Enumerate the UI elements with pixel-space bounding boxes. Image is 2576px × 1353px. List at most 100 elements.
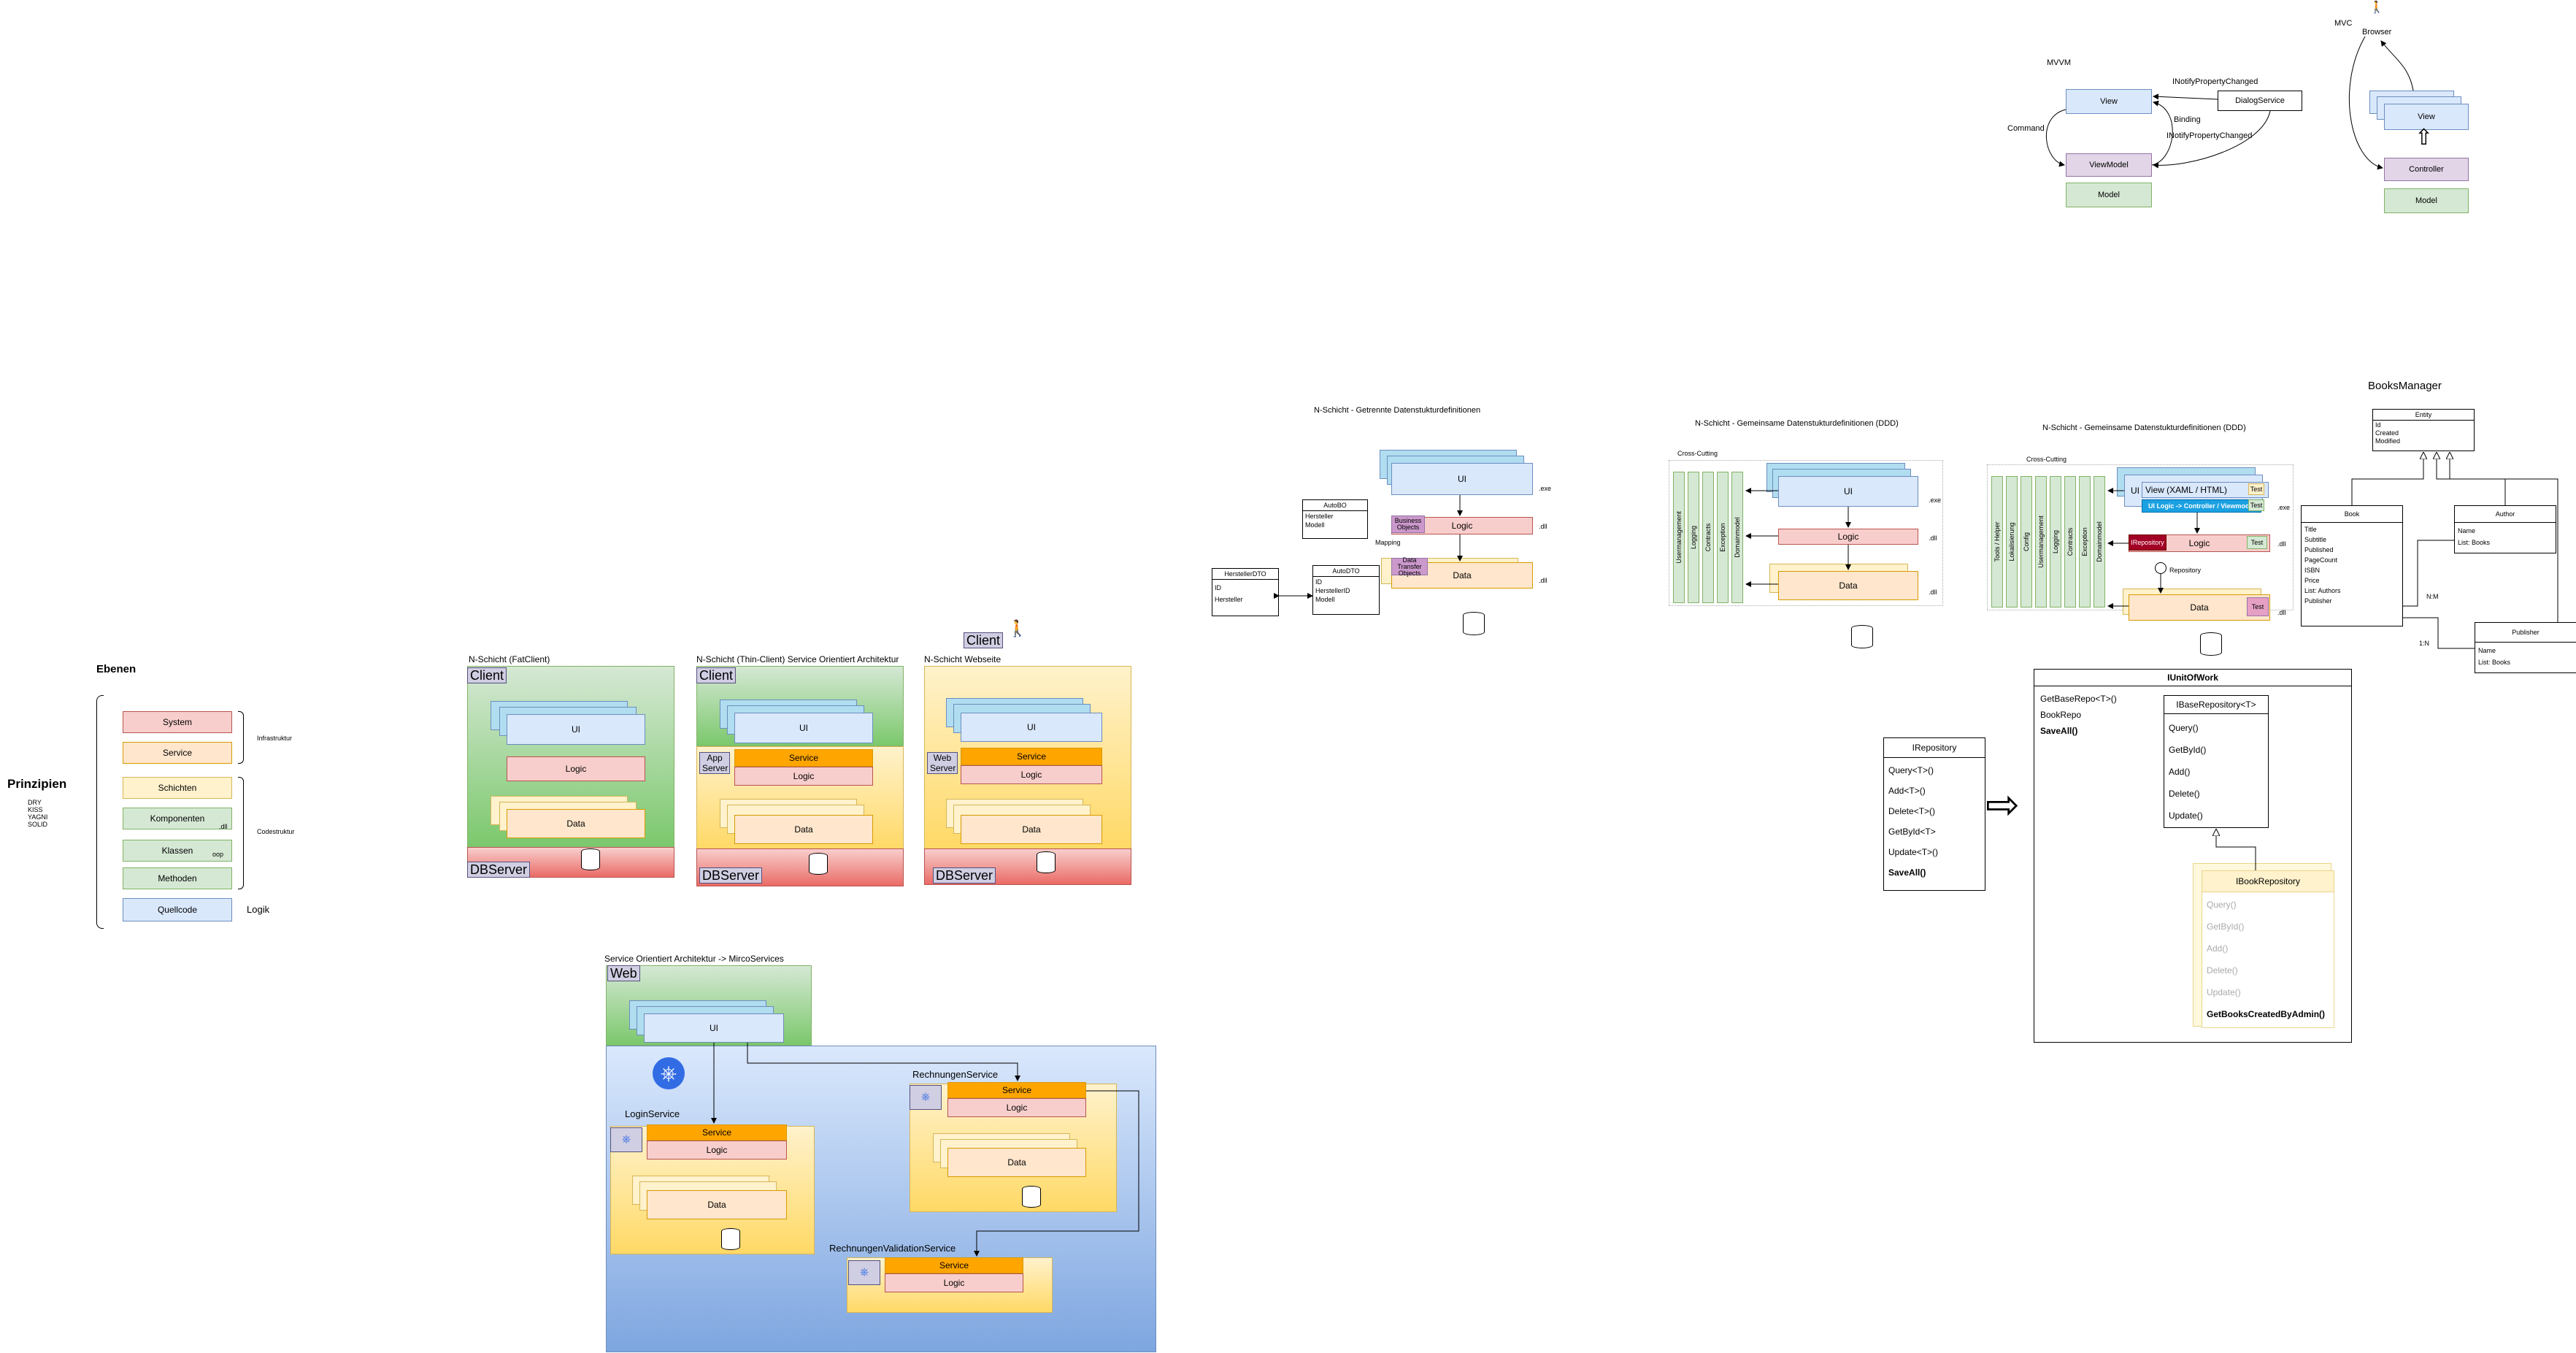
autodto-box: AutoDTO ID HerstellerID Modell [1312, 565, 1380, 615]
ibookrepository-method: Delete() [2207, 965, 2238, 976]
level-schichten: Schichten [123, 777, 232, 799]
book-field: List: Authors [2304, 587, 2341, 594]
thin-data: Data [734, 815, 873, 844]
thin-service: Service [734, 749, 873, 767]
sep-dll-2: .dll [1539, 577, 1547, 584]
ddd1-db-icon [1851, 625, 1873, 648]
mvc-model: Model [2384, 188, 2469, 213]
thin-ui: UI [734, 713, 873, 743]
level-methoden: Methoden [123, 867, 232, 889]
web-client-tag: Client [964, 632, 1004, 648]
author-box: Author Name List: Books [2454, 505, 2556, 553]
web-title: N-Schicht Webseite [924, 654, 1001, 664]
author-field: List: Books [2458, 539, 2491, 546]
mvvm-title: MVVM [2047, 58, 2071, 67]
autodto-field: HerstellerID [1315, 587, 1350, 594]
herstellerdto-field: ID [1215, 584, 1221, 591]
mvvm-viewmodel: ViewModel [2066, 153, 2152, 177]
books-title: BooksManager [2368, 380, 2442, 392]
mvvm-command: Command [2007, 124, 2045, 133]
ddd1-bar-contracts: Contracts [1702, 472, 1714, 603]
ibaserepository-title: IBaseRepository<T> [2164, 696, 2268, 714]
ddd2-bar: Tools / Helper [1991, 476, 2003, 607]
ibaserepository-method: Update() [2169, 810, 2203, 821]
ddd2-title: N-Schicht - Gemeinsame Datenstukturdefin… [2042, 423, 2246, 432]
books-1n-label: 1:N [2419, 640, 2430, 647]
ddd2-bar: Logging [2050, 476, 2061, 607]
web-actor-icon: 🚶 [1007, 619, 1028, 637]
autodto-field: Modell [1315, 596, 1335, 603]
irepository-method: Update<T>() [1888, 847, 1939, 857]
web-ui: UI [961, 713, 1102, 742]
mvvm-inpc-arrow [2153, 110, 2271, 169]
irepository-box: IRepository Query<T>() Add<T>() Delete<T… [1883, 737, 1985, 891]
ddd2-bar: Domainmodel [2094, 476, 2105, 607]
web-server-tag: Web Server [927, 752, 958, 774]
mvc-view-browser-arrow [2380, 40, 2414, 91]
book-field: Published [2304, 546, 2334, 553]
principle-dry: DRY [28, 799, 42, 806]
autobo-title: AutoBO [1303, 500, 1367, 511]
autobo-field: Hersteller [1305, 513, 1334, 520]
sep-exe: .exe [1539, 485, 1552, 492]
mvvm-view: View [2066, 89, 2152, 114]
book-field: PageCount [2304, 556, 2338, 564]
herstellerdto-title: HerstellerDTO [1212, 569, 1278, 580]
ibaserepository-box: IBaseRepository<T> Query() GetById() Add… [2164, 695, 2269, 828]
web-data: Data [961, 815, 1102, 844]
ddd2-cross: Cross-Cutting [2026, 456, 2067, 463]
levels-brace [96, 695, 104, 929]
entity-field: Modified [2375, 437, 2401, 445]
mvvm-model: Model [2066, 183, 2152, 207]
iunitofwork-item: SaveAll() [2040, 726, 2078, 736]
levels-title: Ebenen [96, 663, 137, 675]
validation-service-icon: ⎈ [848, 1260, 880, 1285]
ibookrepository-method: Update() [2207, 987, 2241, 997]
soa-rechnung-validation-arrow [974, 1090, 1139, 1257]
login-db-icon [721, 1228, 740, 1250]
ddd1-data: Data [1778, 571, 1918, 600]
level-system: System [123, 711, 232, 733]
irepository-method: GetById<T> [1888, 827, 1936, 837]
ddd1-ui: UI [1778, 476, 1918, 507]
book-field: Title [2304, 526, 2317, 533]
infra-label: Infrastruktur [257, 735, 293, 742]
ddd2-uilogic-test: Test [2248, 499, 2264, 511]
infra-brace [238, 711, 244, 764]
book-author-relation [2403, 540, 2454, 607]
rechnung-logic: Logic [947, 1098, 1086, 1117]
bookrepo-baserepo-inherit [2216, 829, 2256, 870]
sep-business-objects: Business Objects [1391, 515, 1425, 533]
level-komponenten: Komponenten [123, 808, 232, 829]
ddd2-data-test: Test [2247, 597, 2269, 616]
rechnung-service: Service [947, 1082, 1086, 1098]
ddd2-view-test: Test [2248, 483, 2264, 495]
book-box: Book Title Subtitle Published PageCount … [2301, 505, 2403, 626]
mvvm-inpc-2: INotifyPropertyChanged [2166, 131, 2253, 140]
mvvm-dialog-arrow [2153, 93, 2218, 100]
login-service-title: LoginService [625, 1108, 680, 1119]
ddd2-repository-label: Repository [2169, 567, 2202, 574]
ddd1-cross: Cross-Cutting [1677, 450, 1718, 457]
ddd2-dll-1: .dll [2277, 540, 2286, 548]
irepository-method: Query<T>() [1888, 765, 1934, 775]
entity-title: Entity [2373, 410, 2474, 421]
ddd1-bar-usermanagement: Usermanagement [1673, 472, 1685, 603]
fat-ui: UI [507, 714, 645, 745]
web-service: Service [961, 748, 1102, 765]
book-field: Subtitle [2304, 536, 2327, 543]
entity-field: Id [2375, 421, 2381, 429]
ibookrepository-method: Query() [2207, 900, 2237, 910]
mvc-browser-actor-icon: 🚶 [2369, 1, 2384, 14]
sep-dto: Data Transfer Objects [1391, 556, 1428, 576]
publisher-box: Publisher Name List: Books [2475, 622, 2576, 673]
mvvm-command-arrow [2046, 109, 2066, 167]
kubernetes-icon: ⎈ [653, 1057, 685, 1089]
ddd2-bar: Lokalisierung [2006, 476, 2018, 607]
ddd1-bar-domainmodel: Domainmodel [1731, 472, 1743, 603]
iunitofwork-item: BookRepo [2040, 710, 2082, 720]
fat-title: N-Schicht (FatClient) [469, 654, 550, 664]
login-service: Service [647, 1124, 787, 1141]
ddd1-dll-2: .dll [1929, 589, 1937, 596]
code-label: Codestruktur [257, 828, 295, 835]
